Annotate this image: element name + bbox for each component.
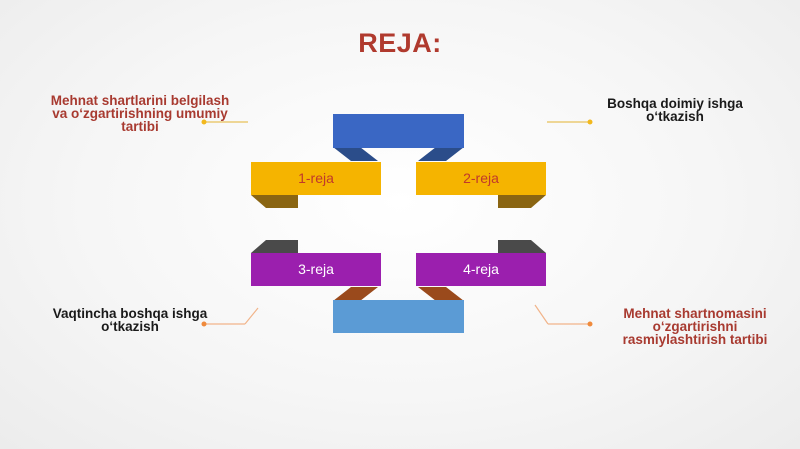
- connector-tail-4: [534, 304, 549, 325]
- plan-3-fold: [251, 240, 298, 253]
- fold-bottom-right: [418, 287, 464, 301]
- plan-4-description: Mehnat shartnomasini o‘zgartirishni rasm…: [622, 306, 768, 347]
- plan-1-label: 1-reja: [298, 170, 334, 186]
- plan-1-fold: [251, 195, 298, 208]
- fold-top-left: [333, 147, 378, 161]
- plan-2-box: [416, 162, 546, 195]
- connector-dot-4: [587, 321, 593, 327]
- plan-2-fold: [498, 195, 546, 208]
- connector-tail-3: [244, 307, 259, 325]
- plan-3-description: Vaqtincha boshqa ishga o‘tkazish: [52, 306, 208, 334]
- plan-4-label: 4-reja: [463, 261, 499, 277]
- plan-3-label: 3-reja: [298, 261, 334, 277]
- connector-dot-2: [587, 119, 593, 125]
- plan-4-fold: [498, 240, 546, 253]
- top-bar: [333, 114, 464, 148]
- plan-2-label: 2-reja: [463, 170, 499, 186]
- connector-dot-3: [201, 321, 207, 327]
- plan-1-box: [251, 162, 381, 195]
- plan-3-box: [251, 253, 381, 286]
- fold-top-right: [418, 147, 464, 161]
- plan-4-box: [416, 253, 546, 286]
- connector-dot-1: [201, 119, 207, 125]
- bottom-bar: [333, 300, 464, 333]
- fold-bottom-left: [333, 287, 378, 301]
- slide-title: REJA:: [358, 28, 442, 58]
- plan-1-description: Mehnat shartlarini belgilash va o‘zgarti…: [50, 93, 230, 134]
- plan-2-description: Boshqa doimiy ishga o‘tkazish: [607, 96, 743, 124]
